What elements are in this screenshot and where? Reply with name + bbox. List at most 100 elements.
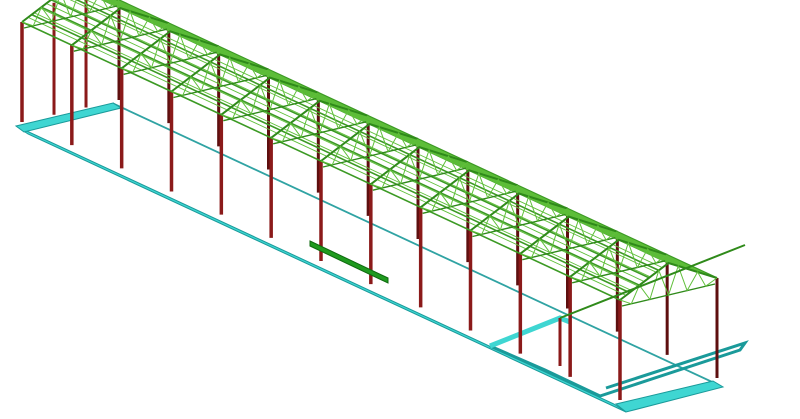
roof-purlin (139, 13, 188, 37)
roof-purlin (190, 77, 239, 101)
roof-truss (71, 9, 170, 50)
roof-purlin (557, 225, 606, 250)
roof-purlin (313, 90, 362, 114)
roof-purlin (40, 8, 90, 32)
roof-truss (619, 264, 718, 305)
roof-purlin (439, 193, 488, 217)
roof-purlin (649, 249, 699, 273)
roof-purlin (75, 0, 660, 272)
roof-purlin (432, 150, 481, 175)
roof-truss (71, 7, 170, 46)
roof-purlin (302, 114, 351, 138)
roof-purlin (394, 131, 443, 155)
roof-purlin (477, 225, 526, 249)
roof-purlin (238, 60, 288, 84)
roof-purlin (356, 112, 406, 136)
column-layer (20, 0, 719, 400)
roof-purlin (352, 137, 401, 161)
roof-purlin (506, 181, 555, 205)
roof-purlin (643, 247, 692, 271)
roof-purlin (338, 106, 387, 130)
roof-purlin (488, 176, 537, 200)
roof-purlin (350, 110, 400, 134)
roof-purlin (189, 37, 238, 61)
roof-purlin (344, 108, 393, 132)
roof-purlin (451, 184, 501, 208)
roof-purlin (562, 206, 611, 230)
foundation-annex-beam (489, 340, 749, 398)
roof-purlin (577, 272, 626, 296)
roof-purlin (583, 267, 632, 291)
roof-purlin (358, 133, 407, 157)
roof-purlin (433, 198, 482, 222)
roof-purlin (489, 216, 538, 240)
roof-purlin (556, 204, 605, 228)
roof-purlin (589, 263, 638, 287)
foundation-end-beam (614, 380, 725, 413)
roof-purlin (533, 244, 582, 268)
roof-purlin (84, 35, 133, 60)
roof-purlin (550, 202, 599, 226)
roof-purlin (207, 42, 256, 66)
roof-purlin (527, 249, 576, 273)
roof-purlin (284, 128, 333, 152)
roof-purlin (234, 105, 283, 129)
roof-purlin (53, 0, 102, 22)
roof-truss (320, 125, 419, 166)
roof-purlin (183, 35, 232, 59)
roof-purlin (661, 253, 711, 277)
roof-purlin (263, 67, 312, 91)
roof-purlin (587, 222, 637, 246)
roof-truss (121, 32, 219, 73)
roof-purlin (599, 226, 649, 250)
roof-purlin (383, 174, 432, 199)
roof-purlin (544, 201, 593, 225)
roof-purlin (308, 110, 357, 134)
roof-truss (420, 169, 518, 209)
roof-purlin (377, 179, 426, 203)
roof-purlin (388, 129, 437, 153)
roof-purlin (294, 85, 344, 109)
roof-purlin (539, 239, 588, 263)
detail-layer (309, 240, 389, 284)
roof-purlin (512, 183, 561, 207)
roof-purlin (327, 156, 377, 180)
foundation-layer (14, 102, 749, 413)
foundation-annex-beam (489, 315, 571, 349)
roof-truss (270, 99, 369, 139)
roof-purlin (625, 241, 674, 265)
roof-purlin (115, 0, 162, 22)
roof-purlin (612, 229, 661, 253)
roof-purlin (655, 251, 705, 275)
roof-purlin (426, 149, 475, 173)
roof-purlin (462, 160, 511, 184)
roof-purlin (427, 202, 476, 226)
roof-purlin (109, 17, 158, 41)
roof-purlin (575, 218, 624, 242)
roof-purlin (300, 87, 350, 111)
roof-purlin (107, 0, 138, 14)
roof-purlin (69, 0, 108, 18)
roof-purlin (438, 152, 487, 176)
roof-truss (370, 148, 469, 189)
roof-truss (370, 146, 469, 185)
roof-purlin (400, 133, 449, 157)
roof-purlin (240, 100, 289, 124)
roof-truss (420, 171, 518, 212)
roof-purlin (109, 0, 144, 16)
roof-purlin (362, 114, 412, 138)
roof-truss (271, 102, 369, 143)
roof-purlin (551, 230, 600, 254)
roof-purlin (128, 63, 177, 87)
roof-truss (559, 244, 746, 319)
roof-purlin (593, 224, 643, 248)
roof-purlin (382, 127, 431, 151)
roof-purlin (507, 202, 556, 226)
roof-purlin (201, 40, 250, 64)
roof-purlin (290, 124, 339, 148)
roof-purlin (332, 104, 381, 128)
roof-purlin (326, 102, 375, 126)
roof-truss (221, 79, 319, 120)
roof-purlin (376, 125, 425, 149)
